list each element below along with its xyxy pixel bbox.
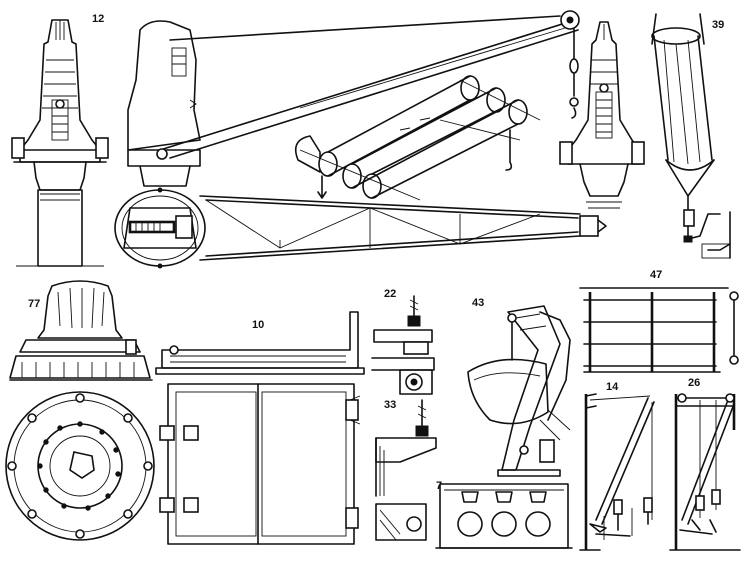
windlass-plan bbox=[5, 391, 155, 541]
derrick-26 bbox=[669, 393, 741, 551]
figure-label-7: 7 bbox=[436, 480, 443, 492]
derrick-14 bbox=[579, 393, 655, 551]
figure-label-22: 22 bbox=[384, 288, 397, 300]
figure-label-33: 33 bbox=[384, 399, 397, 411]
figure-label-77: 77 bbox=[28, 298, 41, 310]
figure-label-43: 43 bbox=[472, 297, 485, 309]
figure-label-14: 14 bbox=[606, 381, 619, 393]
windlass-elevation bbox=[9, 280, 153, 381]
bollard-block bbox=[435, 483, 573, 549]
railing bbox=[579, 287, 739, 373]
boat-davit bbox=[467, 305, 571, 477]
figure-label-10: 10 bbox=[252, 319, 265, 331]
jib-plan-view bbox=[114, 187, 607, 269]
cargo-net-sling bbox=[651, 13, 731, 259]
hatch-cover-section bbox=[155, 311, 365, 375]
crane-pillar-right bbox=[559, 21, 645, 209]
figure-label-26: 26 bbox=[688, 377, 701, 389]
lifting-fitting-33 bbox=[375, 399, 437, 541]
figure-label-47: 47 bbox=[650, 269, 663, 281]
figure-label-12: 12 bbox=[92, 13, 105, 25]
lifting-fitting-22 bbox=[371, 295, 435, 395]
crane-with-jib bbox=[127, 10, 580, 187]
figure-label-39: 39 bbox=[712, 19, 725, 31]
hatch-cover-plan bbox=[159, 383, 361, 545]
crane-pillar-left bbox=[11, 19, 109, 267]
sheave-rope-diagram bbox=[294, 75, 541, 201]
